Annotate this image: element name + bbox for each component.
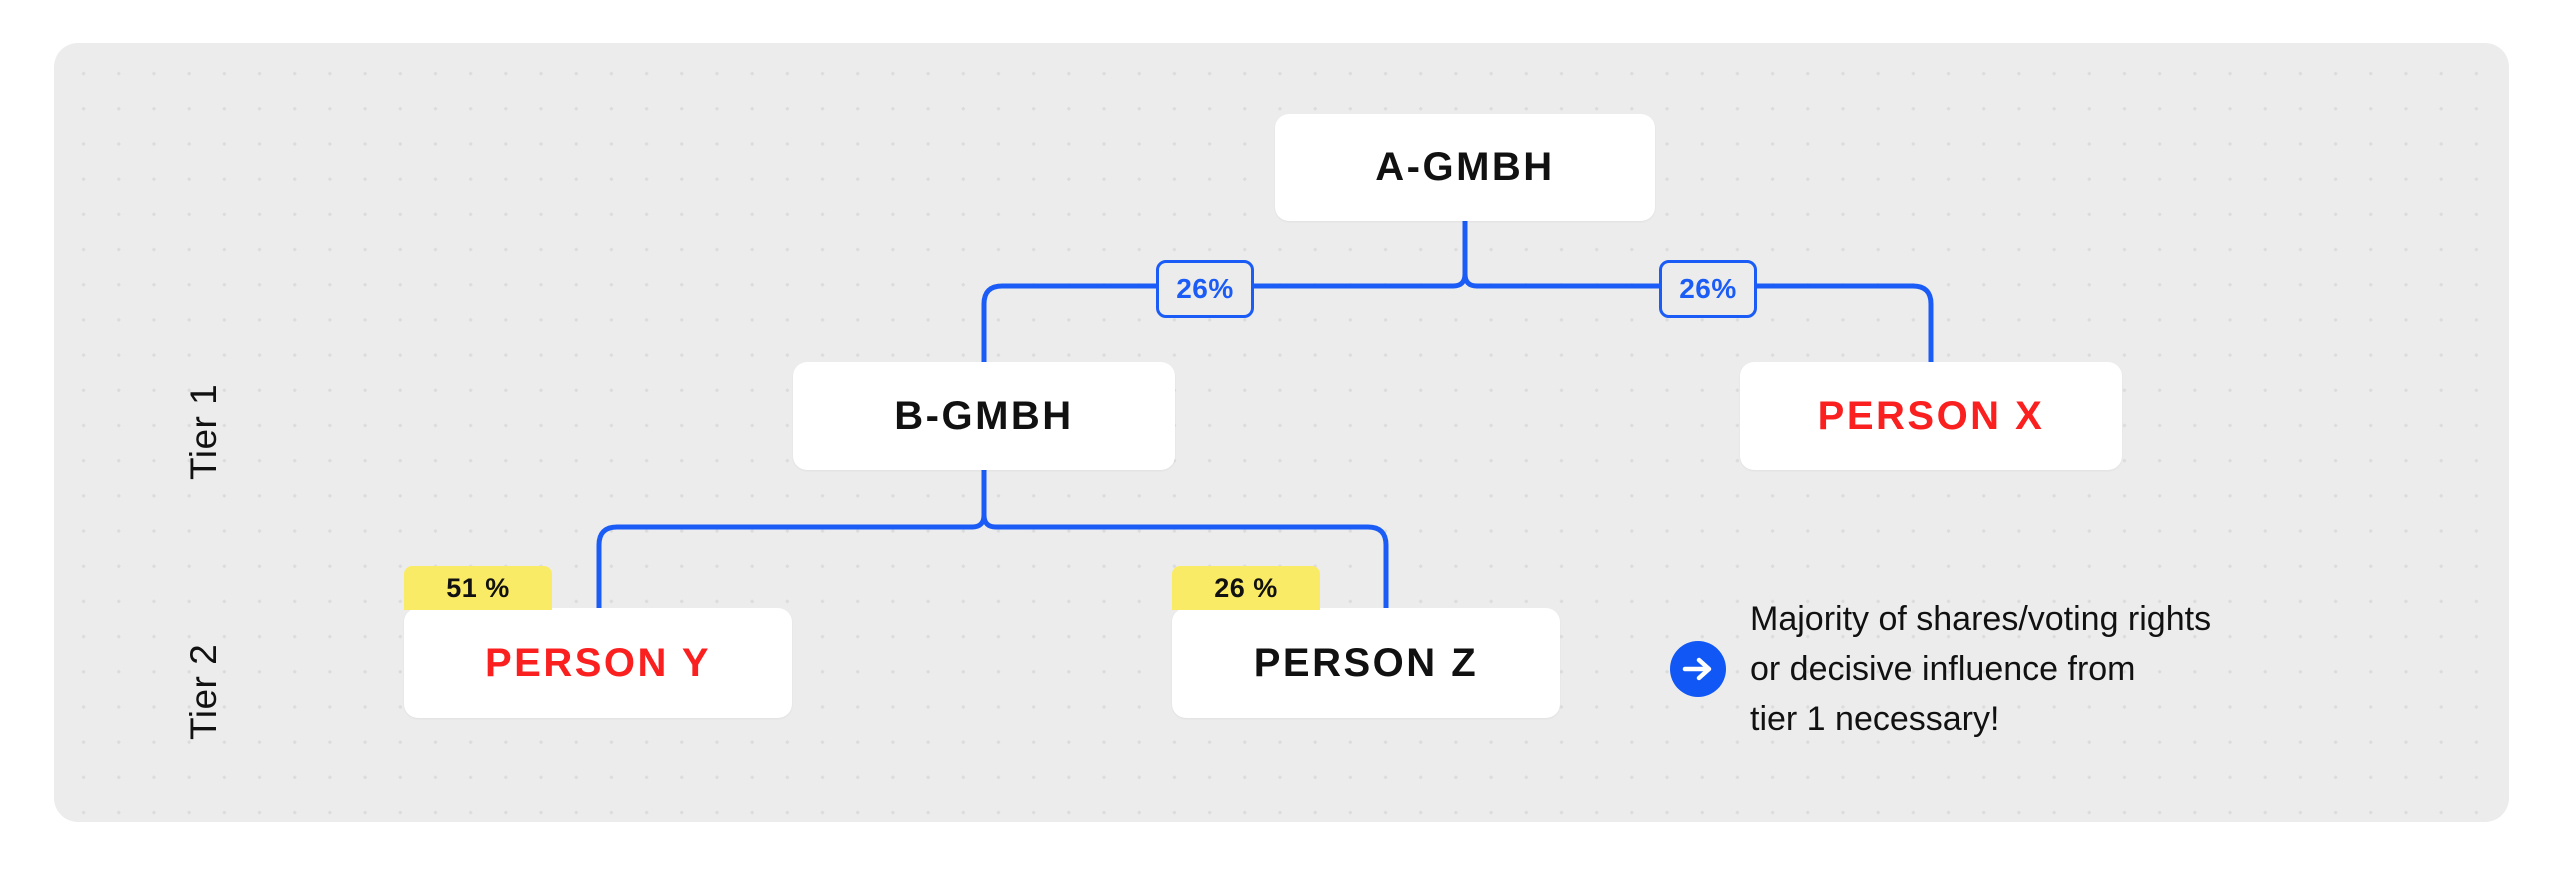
node-a-gmbh-label: A-GMBH: [1375, 145, 1555, 189]
node-a-gmbh[interactable]: A-GMBH: [1275, 114, 1655, 221]
node-person-x-label: PERSON X: [1817, 393, 2045, 438]
node-b-gmbh[interactable]: B-GMBH: [793, 362, 1175, 470]
legend-note-text: Majority of shares/voting rights or deci…: [1750, 600, 2212, 738]
edge-label-b-to-person-y: 51 %: [404, 566, 552, 610]
node-b-gmbh-label: B-GMBH: [894, 393, 1074, 438]
node-person-z-label: PERSON Z: [1253, 640, 1479, 685]
tier-1-axis-label: Tier 1: [183, 383, 224, 480]
edge-label-a-to-person-x: 26%: [1659, 260, 1757, 318]
node-person-y[interactable]: PERSON Y: [404, 608, 792, 718]
node-person-x[interactable]: PERSON X: [1740, 362, 2122, 470]
edge-label-b-to-person-z: 26 %: [1172, 566, 1320, 610]
tier-2-axis-label: Tier 2: [183, 643, 224, 740]
node-person-y-label: PERSON Y: [485, 640, 711, 685]
edge-label-a-to-b: 26%: [1156, 260, 1254, 318]
arrow-right-circle-icon: [1670, 641, 1726, 697]
legend-note: Majority of shares/voting rights or deci…: [1670, 594, 2211, 744]
node-person-z[interactable]: PERSON Z: [1172, 608, 1560, 718]
